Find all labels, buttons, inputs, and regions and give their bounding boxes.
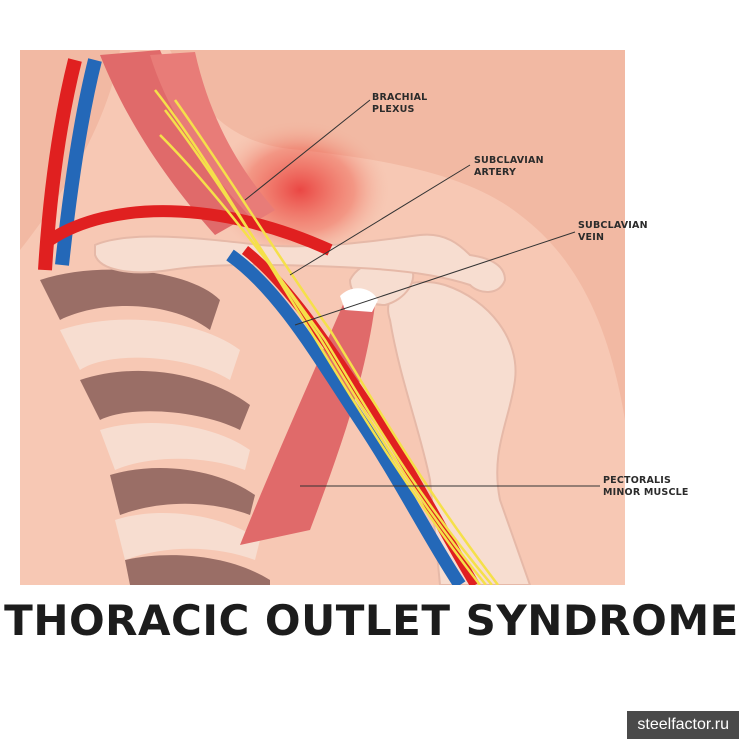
subclavian-artery-upper	[46, 205, 333, 256]
watermark: steelfactor.ru	[627, 711, 739, 739]
diagram-title: THORACIC OUTLET SYNDROME	[4, 596, 739, 645]
label-subclavian-vein: SUBCLAVIAN VEIN	[578, 220, 648, 243]
brachial-plexus-leader	[244, 99, 371, 201]
brachial-plexus	[154, 89, 499, 585]
neck-muscle-2	[150, 52, 275, 222]
label-brachial-plexus: BRACHIAL PLEXUS	[372, 92, 428, 115]
label-subclavian-artery: SUBCLAVIAN ARTERY	[474, 155, 544, 178]
ribcage	[40, 269, 270, 585]
subclavian-vein	[226, 249, 466, 585]
subclavian-vein-leader	[294, 231, 576, 326]
subclavian-artery-leader	[289, 164, 471, 276]
pectoralis-tendon	[340, 288, 378, 312]
label-pectoralis-minor: PECTORALIS MINOR MUSCLE	[603, 475, 689, 498]
neck-muscle	[100, 50, 250, 235]
jugular-artery	[38, 58, 82, 271]
